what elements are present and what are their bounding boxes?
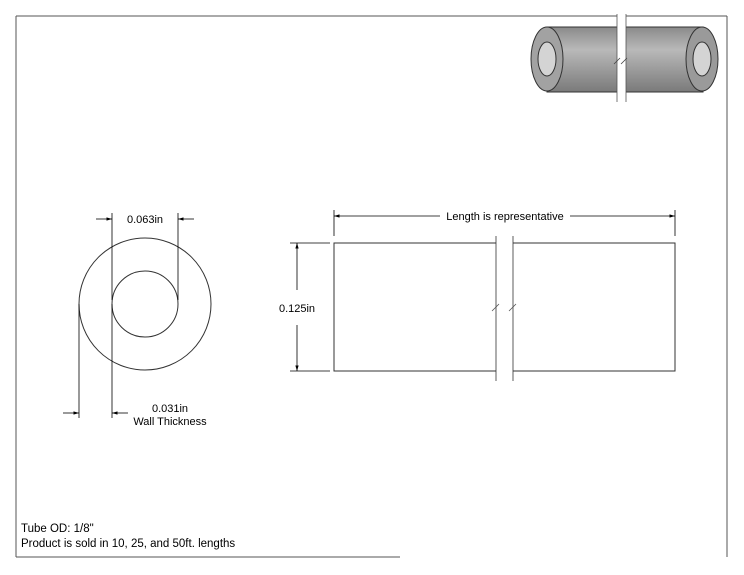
lengths-note: Product is sold in 10, 25, and 50ft. len… <box>21 538 236 550</box>
tube-od-note: Tube OD: 1/8" <box>21 523 94 535</box>
outer-diameter-label: 0.125in <box>279 303 315 315</box>
tube-end-view <box>78 237 212 371</box>
wall-thickness-value: 0.031in <box>152 403 188 415</box>
length-label: Length is representative <box>446 211 563 223</box>
outer-diameter-dimension <box>290 242 330 372</box>
wall-thickness-dimension <box>63 304 128 418</box>
wall-thickness-label: Wall Thickness <box>133 416 207 428</box>
length-dimension <box>333 210 676 236</box>
inner-diameter-label: 0.063in <box>127 214 163 226</box>
tube-side-view <box>333 236 676 381</box>
drawing-notes: Tube OD: 1/8" Product is sold in 10, 25,… <box>21 522 235 552</box>
drawing-frame <box>15 15 728 558</box>
inner-diameter-dimension <box>96 213 194 300</box>
tube-3d-preview <box>530 14 719 102</box>
